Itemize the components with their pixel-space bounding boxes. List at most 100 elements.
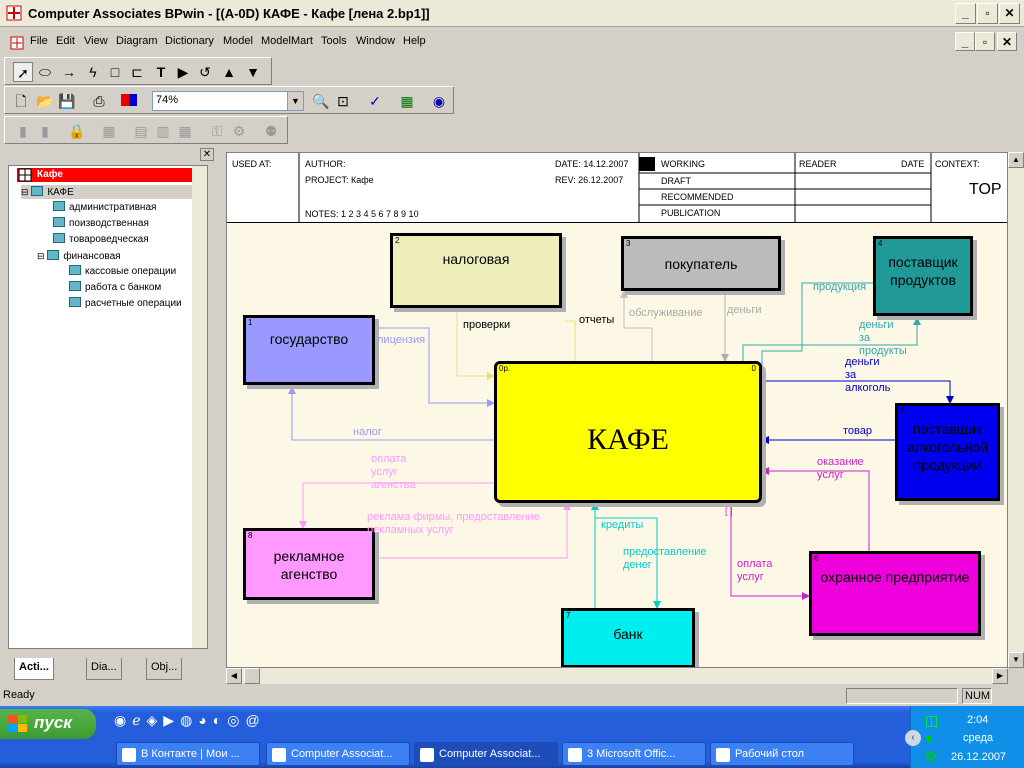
arrow-label-oplata-uslug[interactable]: оплата услуг xyxy=(737,558,773,583)
horizontal-scrollbar[interactable]: ◀ ▶ xyxy=(226,668,1008,684)
close-button[interactable]: ✕ xyxy=(999,3,1020,24)
doc-icon[interactable] xyxy=(10,36,24,50)
zoom-fit-icon[interactable]: ⊡ xyxy=(337,93,349,109)
box-tool-icon[interactable]: □ xyxy=(110,64,120,80)
menu-file[interactable]: File xyxy=(30,35,48,47)
arrow-label-predostavlenie[interactable]: предоставление денег xyxy=(623,546,707,571)
activity-box-tool-icon[interactable]: ⬭ xyxy=(39,64,51,80)
model-explorer-icon[interactable]: ▦ xyxy=(400,93,414,109)
menu-diagram[interactable]: Diagram xyxy=(116,35,158,47)
tray-expand-icon[interactable]: ‹ xyxy=(905,730,921,746)
doc-close-button[interactable]: ✕ xyxy=(997,32,1017,51)
go-down-icon[interactable]: ▼ xyxy=(246,64,260,80)
arrow-label-tovar[interactable]: товар xyxy=(843,425,872,437)
taskbar-item[interactable]: 3 Microsoft Offic... xyxy=(562,742,706,766)
doc-restore-button[interactable]: ▫ xyxy=(975,32,995,51)
scroll-up-icon[interactable]: ▲ xyxy=(1008,152,1024,168)
quick-launch-icon[interactable]: ◍ xyxy=(180,712,199,728)
zoom-select[interactable]: 74%▼ xyxy=(152,91,304,111)
off-page-tool-icon[interactable]: ⊏ xyxy=(131,64,143,80)
new-file-icon[interactable]: 🗋 xyxy=(15,93,27,109)
open-folder-icon[interactable]: 📂 xyxy=(36,93,54,109)
taskbar-item[interactable]: Computer Associat... xyxy=(266,742,410,766)
entity-box-postavshchik-produktov[interactable]: 4 поставщик продуктов xyxy=(873,236,973,316)
diagram-canvas[interactable]: USED AT: AUTHOR: PROJECT: Кафе NOTES: 1 … xyxy=(226,152,1008,668)
tree-root[interactable]: Кафе xyxy=(37,169,63,180)
tree-item[interactable]: поизводственная xyxy=(53,217,149,231)
arrow-label-okazanie[interactable]: оказание услуг xyxy=(817,456,864,481)
arrow-label-proverki[interactable]: проверки xyxy=(463,319,511,331)
tree-node-kafe[interactable]: ⊟ КАФЕ xyxy=(21,185,201,199)
tree-item[interactable]: товароведческая xyxy=(53,233,149,247)
spellcheck-icon[interactable]: ✓ xyxy=(369,93,381,109)
taskbar-item[interactable]: В Контакте | Мои ... xyxy=(116,742,260,766)
quick-launch-icon[interactable]: ◎ xyxy=(227,712,246,728)
entity-box-okhrana[interactable]: 6 охранное предприятие xyxy=(809,551,981,636)
arrow-label-reklama[interactable]: реклама фирмы, предоставление рекламных … xyxy=(367,511,540,536)
scroll-down-icon[interactable]: ▼ xyxy=(1008,652,1024,668)
tree-item[interactable]: административная xyxy=(53,201,156,215)
tab-activities[interactable]: Acti... xyxy=(14,658,54,680)
quick-launch-icon[interactable]: ◐ xyxy=(212,712,228,728)
tree-scrollbar[interactable] xyxy=(192,166,207,648)
tray-icq-icon[interactable]: ● xyxy=(925,730,934,746)
arrow-label-otchety[interactable]: отчеты xyxy=(579,314,615,326)
menu-edit[interactable]: Edit xyxy=(56,35,75,47)
quick-launch-icon[interactable]: ◈ xyxy=(146,712,164,728)
rotate-icon[interactable]: ↺ xyxy=(199,64,211,80)
tray-flower-icon[interactable]: ✿ xyxy=(925,748,937,764)
arrow-label-licenziya[interactable]: лицензия xyxy=(377,334,426,346)
arrow-label-obsluzhivanie[interactable]: обслуживание xyxy=(629,307,703,319)
menu-modelmart[interactable]: ModelMart xyxy=(261,35,313,47)
menu-model[interactable]: Model xyxy=(223,35,253,47)
arrow-label-kredity[interactable]: кредиты xyxy=(601,519,644,531)
firefox-icon[interactable]: ◕ xyxy=(198,712,213,728)
menu-dictionary[interactable]: Dictionary xyxy=(165,35,214,47)
entity-box-postavshchik-alkogolya[interactable]: 5 поставщик алкогольной продукции xyxy=(895,403,1000,501)
doc-minimize-button[interactable]: _ xyxy=(955,32,975,51)
quick-launch-icon[interactable]: @ xyxy=(245,712,266,728)
scroll-thumb[interactable] xyxy=(244,668,260,684)
scroll-right-icon[interactable]: ▶ xyxy=(992,668,1008,684)
media-icon[interactable]: ▶ xyxy=(163,712,181,728)
print-icon[interactable]: ⎙ xyxy=(93,93,105,109)
taskbar-item[interactable]: Рабочий стол xyxy=(710,742,854,766)
arrow-label-oplata-agenstva[interactable]: оплата услуг агенства xyxy=(371,453,416,491)
entity-box-gosudarstvo[interactable]: 1 государство xyxy=(243,315,375,385)
arrow-label-dengi[interactable]: деньги xyxy=(727,304,762,316)
arrow-label-dengi-produkty[interactable]: деньги за продукты xyxy=(859,319,907,357)
go-up-icon[interactable]: ▲ xyxy=(222,64,236,80)
zoom-in-icon[interactable]: 🔍 xyxy=(312,93,330,109)
tree-item[interactable]: расчетные операции xyxy=(69,297,182,311)
maximize-button[interactable]: ▫ xyxy=(977,3,998,24)
tab-objects[interactable]: Obj... xyxy=(146,658,183,680)
taskbar-item-active[interactable]: Computer Associat... xyxy=(414,742,558,766)
entity-box-pokupatel[interactable]: 3 покупатель xyxy=(621,236,781,291)
tree-item[interactable]: ⊟ финансовая xyxy=(37,250,121,262)
tree-item[interactable]: работа с банком xyxy=(69,281,161,295)
entity-box-bank[interactable]: 7 банк xyxy=(561,608,695,667)
quick-launch-icon[interactable]: ◉ xyxy=(114,712,133,728)
start-button[interactable]: пуск xyxy=(0,709,96,739)
color-palette-icon[interactable] xyxy=(119,91,139,111)
entity-box-reklamnoe-agenstvo[interactable]: 8 рекламное агенство xyxy=(243,528,375,600)
tray-app-icon[interactable]: ◫ xyxy=(925,712,939,728)
modelmart-icon[interactable]: ◉ xyxy=(432,93,446,109)
menu-view[interactable]: View xyxy=(84,35,108,47)
menu-help[interactable]: Help xyxy=(403,35,426,47)
pointer-tool-icon[interactable]: ➚ xyxy=(13,62,33,82)
arrow-tool-icon[interactable]: → xyxy=(62,64,76,80)
save-icon[interactable]: 💾 xyxy=(58,93,76,109)
scroll-left-icon[interactable]: ◀ xyxy=(226,668,242,684)
go-to-sub-icon[interactable]: ▶ xyxy=(177,64,189,80)
arrow-label-dengi-alkogol[interactable]: деньги за алкоголь xyxy=(845,356,891,394)
tree-item[interactable]: кассовые операции xyxy=(69,265,176,279)
entity-box-nalogovaya[interactable]: 2 налоговая xyxy=(390,233,562,308)
squiggle-tool-icon[interactable]: ϟ xyxy=(89,64,97,80)
ie-icon[interactable]: ℯ xyxy=(132,712,147,728)
arrow-label-nalog[interactable]: налог xyxy=(353,426,382,438)
tab-diagrams[interactable]: Dia... xyxy=(86,658,122,680)
minimize-button[interactable]: _ xyxy=(955,3,976,24)
chevron-down-icon[interactable]: ▼ xyxy=(287,92,303,110)
menu-tools[interactable]: Tools xyxy=(321,35,347,47)
